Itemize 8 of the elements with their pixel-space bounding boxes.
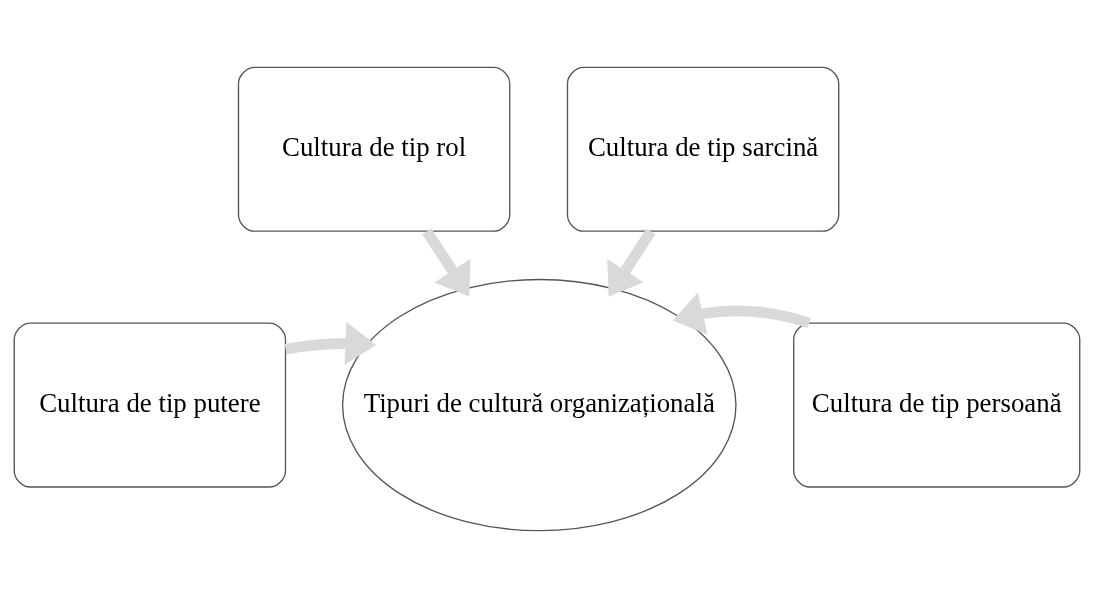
node-box: Cultura de tip persoană <box>793 322 1081 488</box>
arrow <box>672 292 811 335</box>
arrow <box>422 228 471 297</box>
arrow <box>607 228 656 297</box>
node-box: Cultura de tip sarcină <box>566 66 840 232</box>
arrow <box>284 321 377 366</box>
node-box: Cultura de tip rol <box>237 66 511 232</box>
node-box: Cultura de tip putere <box>13 322 287 488</box>
